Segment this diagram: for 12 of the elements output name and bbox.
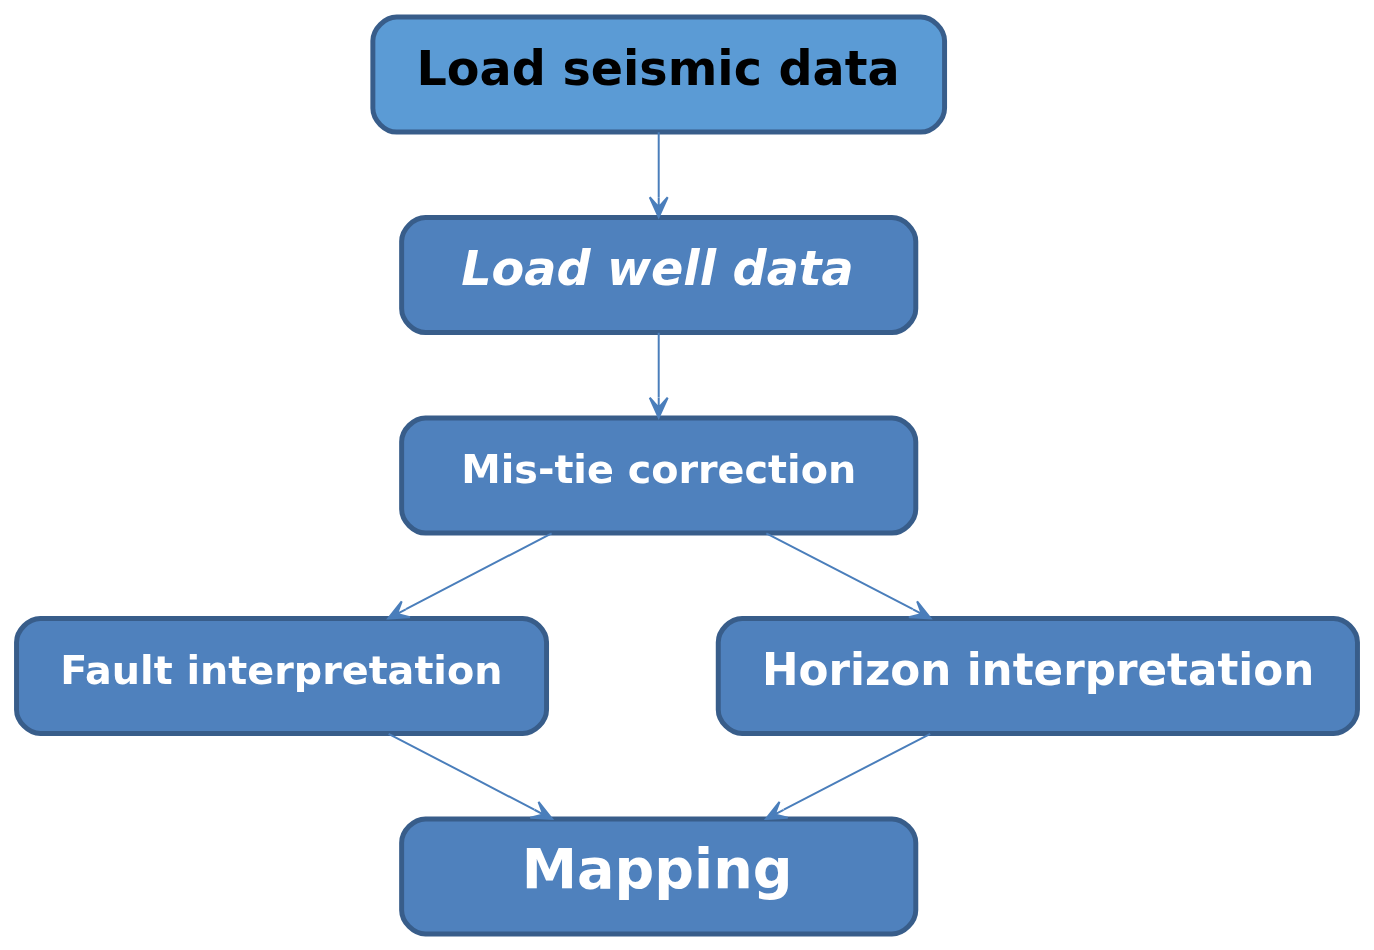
node-box: Load seismic data [370,13,948,135]
arrow [387,531,553,619]
arrow [648,331,669,419]
node-box: Load well data [399,214,919,335]
arrow [648,130,669,218]
node-box: Mapping [399,815,919,937]
arrow [387,732,554,820]
arrow [764,732,932,820]
node-box: Fault interpretation [14,615,550,736]
arrow [765,531,932,619]
node-box: Mis-tie correction [399,414,919,536]
node-box: Horizon interpretation [715,615,1360,736]
